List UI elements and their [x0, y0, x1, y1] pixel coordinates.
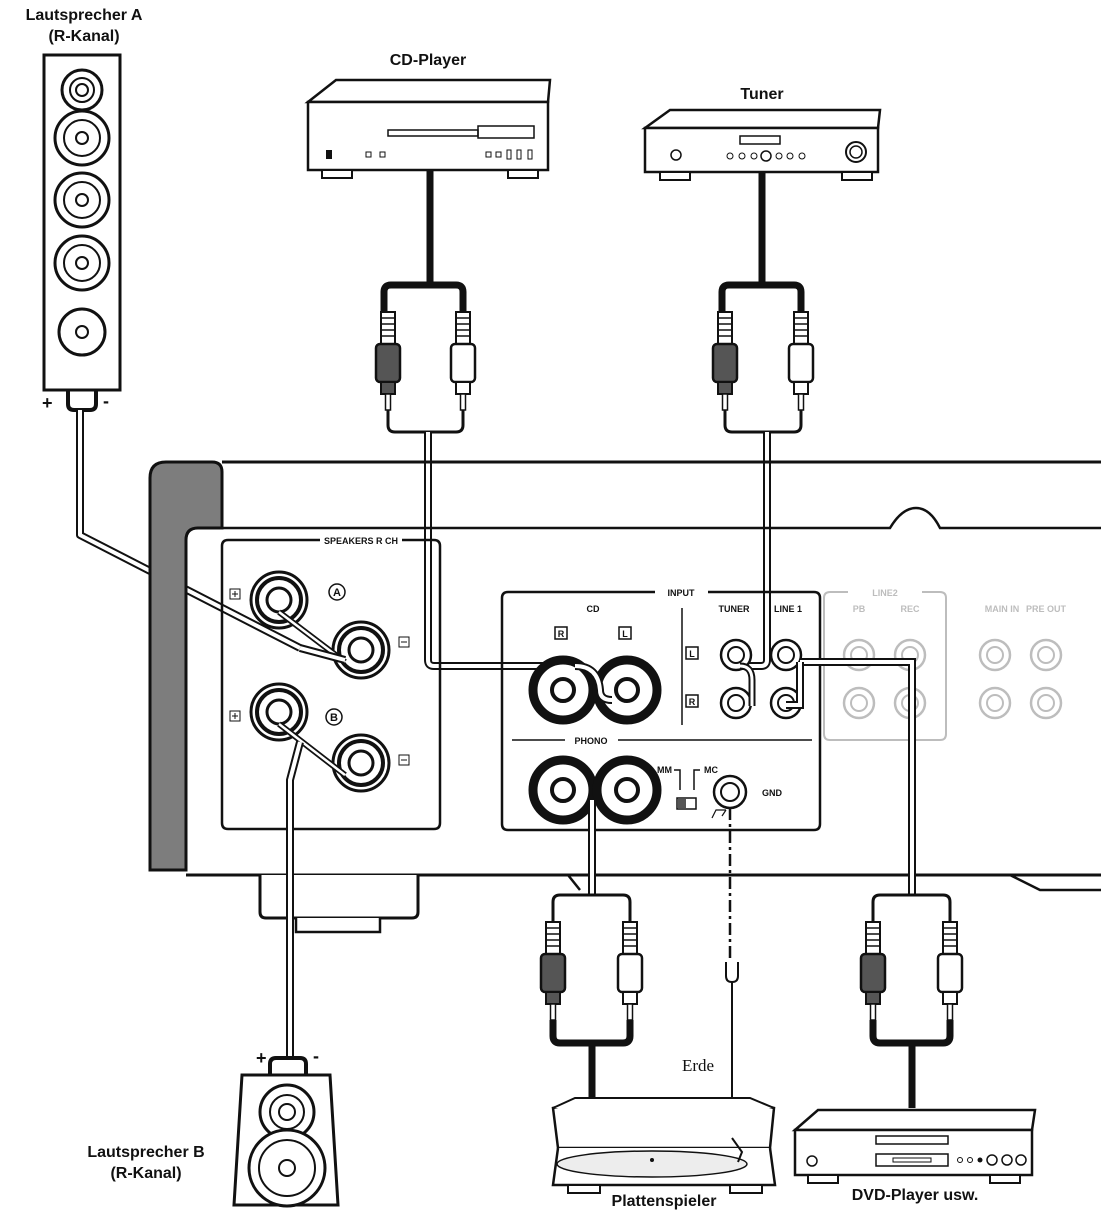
speaker-a-minus: - — [103, 391, 109, 411]
speakers-title: SPEAKERS R CH — [324, 536, 398, 546]
line2-terminal-group: LINE2 PB REC MAIN IN PRE OUT — [823, 588, 1067, 741]
speakers-terminal-group: SPEAKERS R CH A B — [220, 536, 442, 831]
mm-mc-switch — [676, 797, 697, 810]
speaker-b-label: Lautsprecher B (R-Kanal) — [87, 1144, 205, 1182]
turntable-icon — [551, 1097, 777, 1194]
svg-text:CD: CD — [587, 604, 600, 614]
svg-text:MC: MC — [704, 765, 718, 775]
svg-text:LINE 1: LINE 1 — [774, 604, 802, 614]
input-terminal-group: INPUT CD TUNER LINE 1 R L L R PHONO — [500, 588, 822, 832]
cd-player-icon — [304, 78, 552, 179]
svg-text:MM: MM — [657, 765, 672, 775]
speaker-a-label: Lautsprecher A (R-Kanal) — [25, 7, 143, 45]
svg-text:PRE OUT: PRE OUT — [1026, 604, 1067, 614]
speaker-b-icon — [232, 1056, 340, 1208]
ground-label: Erde — [682, 1056, 715, 1075]
cd-player-label: CD-Player — [389, 52, 467, 69]
turntable-label: Plattenspieler — [611, 1193, 717, 1210]
input-title: INPUT — [668, 588, 696, 598]
terminal-b-mark — [325, 708, 343, 726]
svg-text:GND: GND — [762, 788, 783, 798]
svg-text:MAIN IN: MAIN IN — [985, 604, 1020, 614]
svg-text:L: L — [689, 649, 695, 659]
svg-text:R: R — [558, 629, 565, 639]
speaker-b-minus: - — [313, 1046, 319, 1066]
dvd-player-label: DVD-Player usw. — [851, 1187, 979, 1204]
svg-text:B: B — [330, 712, 338, 724]
svg-text:A: A — [333, 587, 341, 599]
svg-text:PB: PB — [853, 604, 866, 614]
tuner-label: Tuner — [740, 86, 784, 103]
phono-title: PHONO — [574, 736, 607, 746]
amplifier-rear-panel — [148, 460, 1101, 934]
terminal-a-mark — [328, 583, 346, 601]
dvd-player-icon — [791, 1108, 1037, 1184]
svg-text:REC: REC — [900, 604, 920, 614]
svg-text:TUNER: TUNER — [719, 604, 750, 614]
speaker-a-plus: + — [42, 393, 53, 413]
svg-text:LINE2: LINE2 — [872, 588, 898, 598]
tuner-icon — [641, 108, 882, 181]
speaker-b-plus: + — [256, 1048, 267, 1068]
svg-text:R: R — [689, 697, 696, 707]
svg-text:L: L — [622, 629, 628, 639]
speaker-a-icon — [42, 53, 122, 412]
